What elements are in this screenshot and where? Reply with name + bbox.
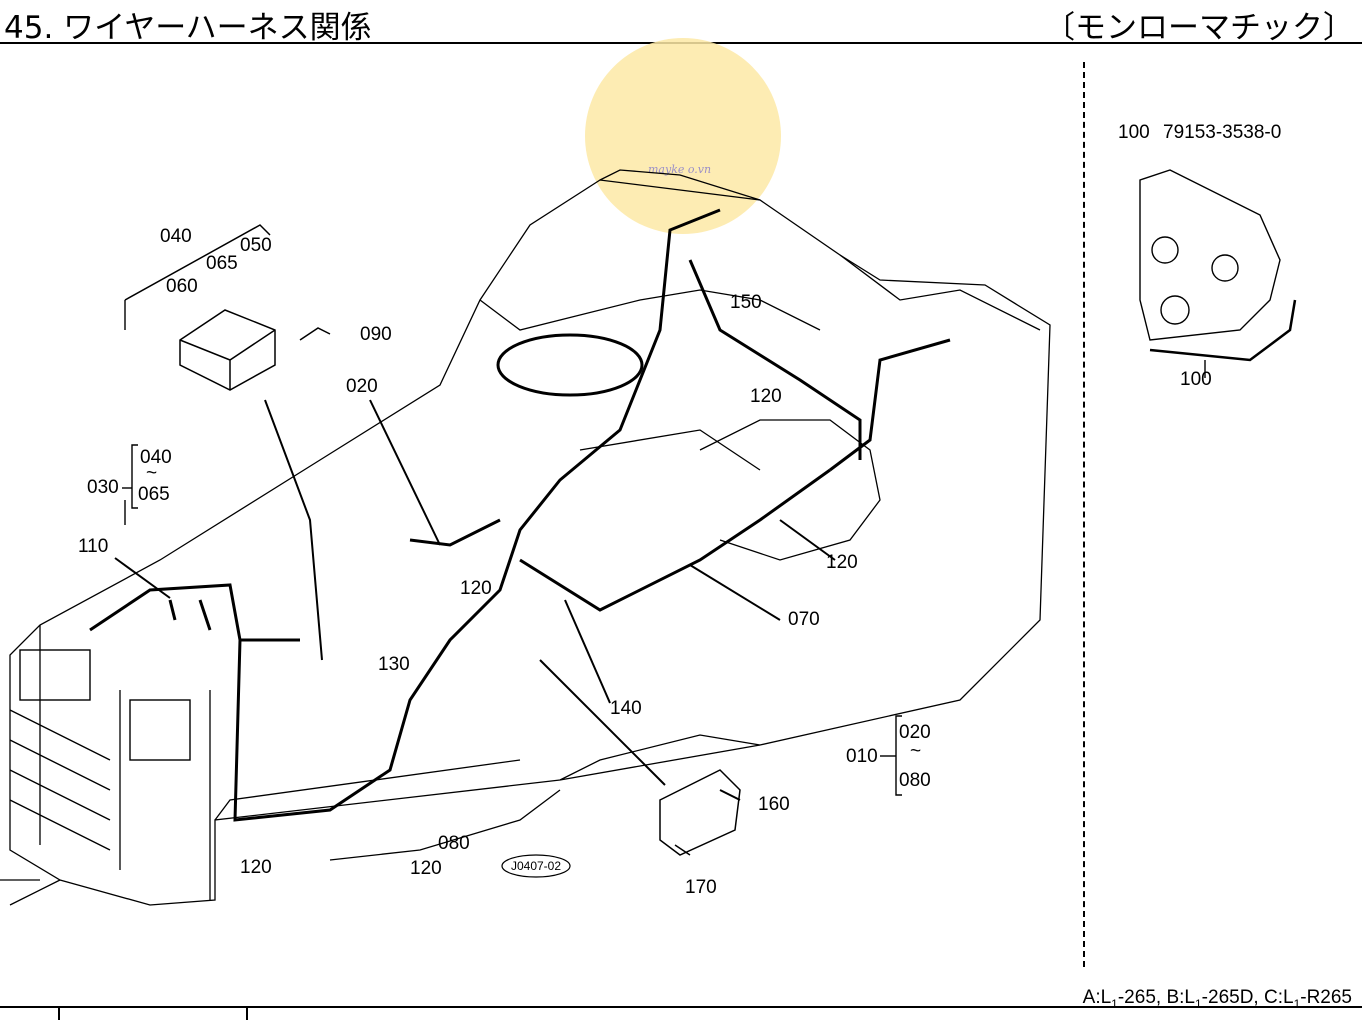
- callout-130: 130: [378, 654, 410, 675]
- callout-120-a: 120: [750, 386, 782, 407]
- variant-label: 〔モンローマチック〕: [1044, 10, 1354, 46]
- figure-code-frame: [501, 854, 571, 878]
- callout-010-080: 080: [899, 770, 931, 791]
- model-legend: A:L1-265, B:L1-265D, C:L1-R265: [1083, 987, 1352, 1011]
- callout-120-c: 120: [460, 578, 492, 599]
- callout-030-040: 040: [140, 447, 172, 468]
- callout-030: 030: [87, 477, 119, 498]
- figure-code: J0407-02: [511, 859, 561, 873]
- model-c: -R265: [1300, 987, 1352, 1008]
- callout-050: 050: [240, 235, 272, 256]
- inset-label: 100: [1180, 369, 1212, 390]
- steering-wheel: [496, 333, 644, 397]
- callout-020: 020: [346, 376, 378, 397]
- callout-160: 160: [758, 794, 790, 815]
- front-grille: [9, 649, 191, 851]
- wire-harness: [89, 208, 951, 822]
- watermark-logo: [585, 38, 781, 234]
- callout-010: 010: [846, 746, 878, 767]
- callout-010-020: 020: [899, 722, 931, 743]
- section-divider: [1083, 62, 1085, 967]
- model-b-sub: 1: [1194, 996, 1202, 1011]
- leader-lines: [114, 399, 836, 801]
- model-b: -265D,: [1201, 987, 1259, 1008]
- relay-box: [124, 224, 331, 391]
- callout-030-tilde: ~: [146, 463, 157, 484]
- tractor-outline: [0, 169, 1051, 906]
- callout-040: 040: [160, 226, 192, 247]
- callout-090: 090: [360, 324, 392, 345]
- callout-060: 060: [166, 276, 198, 297]
- callout-140: 140: [610, 698, 642, 719]
- inset-ref-no: 100: [1118, 122, 1150, 143]
- callout-120-b: 120: [826, 552, 858, 573]
- callout-120-e: 120: [410, 858, 442, 879]
- callout-070: 070: [788, 609, 820, 630]
- watermark-text: mayke o.vn: [648, 163, 712, 176]
- inset-dashboard: [1139, 169, 1297, 378]
- model-a-prefix: A:L: [1082, 987, 1112, 1008]
- model-b-prefix: B:L: [1166, 987, 1195, 1008]
- callout-120-d: 120: [240, 857, 272, 878]
- callout-110: 110: [78, 536, 108, 557]
- model-c-prefix: C:L: [1263, 987, 1294, 1008]
- footer-rule: [0, 1006, 1362, 1008]
- callout-010-tilde: ~: [910, 741, 921, 762]
- model-a-sub: 1: [1111, 996, 1118, 1011]
- battery-cover: [659, 769, 741, 856]
- group-brackets: [122, 300, 902, 796]
- callout-030-065: 065: [138, 484, 170, 505]
- callout-065: 065: [206, 253, 238, 274]
- callout-170: 170: [685, 877, 717, 898]
- page-title: 45. ワイヤーハーネス関係: [4, 10, 372, 46]
- footer-tick: [58, 1006, 60, 1020]
- inset-part-no: 79153-3538-0: [1163, 122, 1281, 143]
- callout-080: 080: [438, 833, 470, 854]
- model-a: -265,: [1117, 987, 1162, 1008]
- footer-tick: [246, 1006, 248, 1020]
- model-c-sub: 1: [1293, 996, 1301, 1011]
- callout-150: 150: [730, 292, 762, 313]
